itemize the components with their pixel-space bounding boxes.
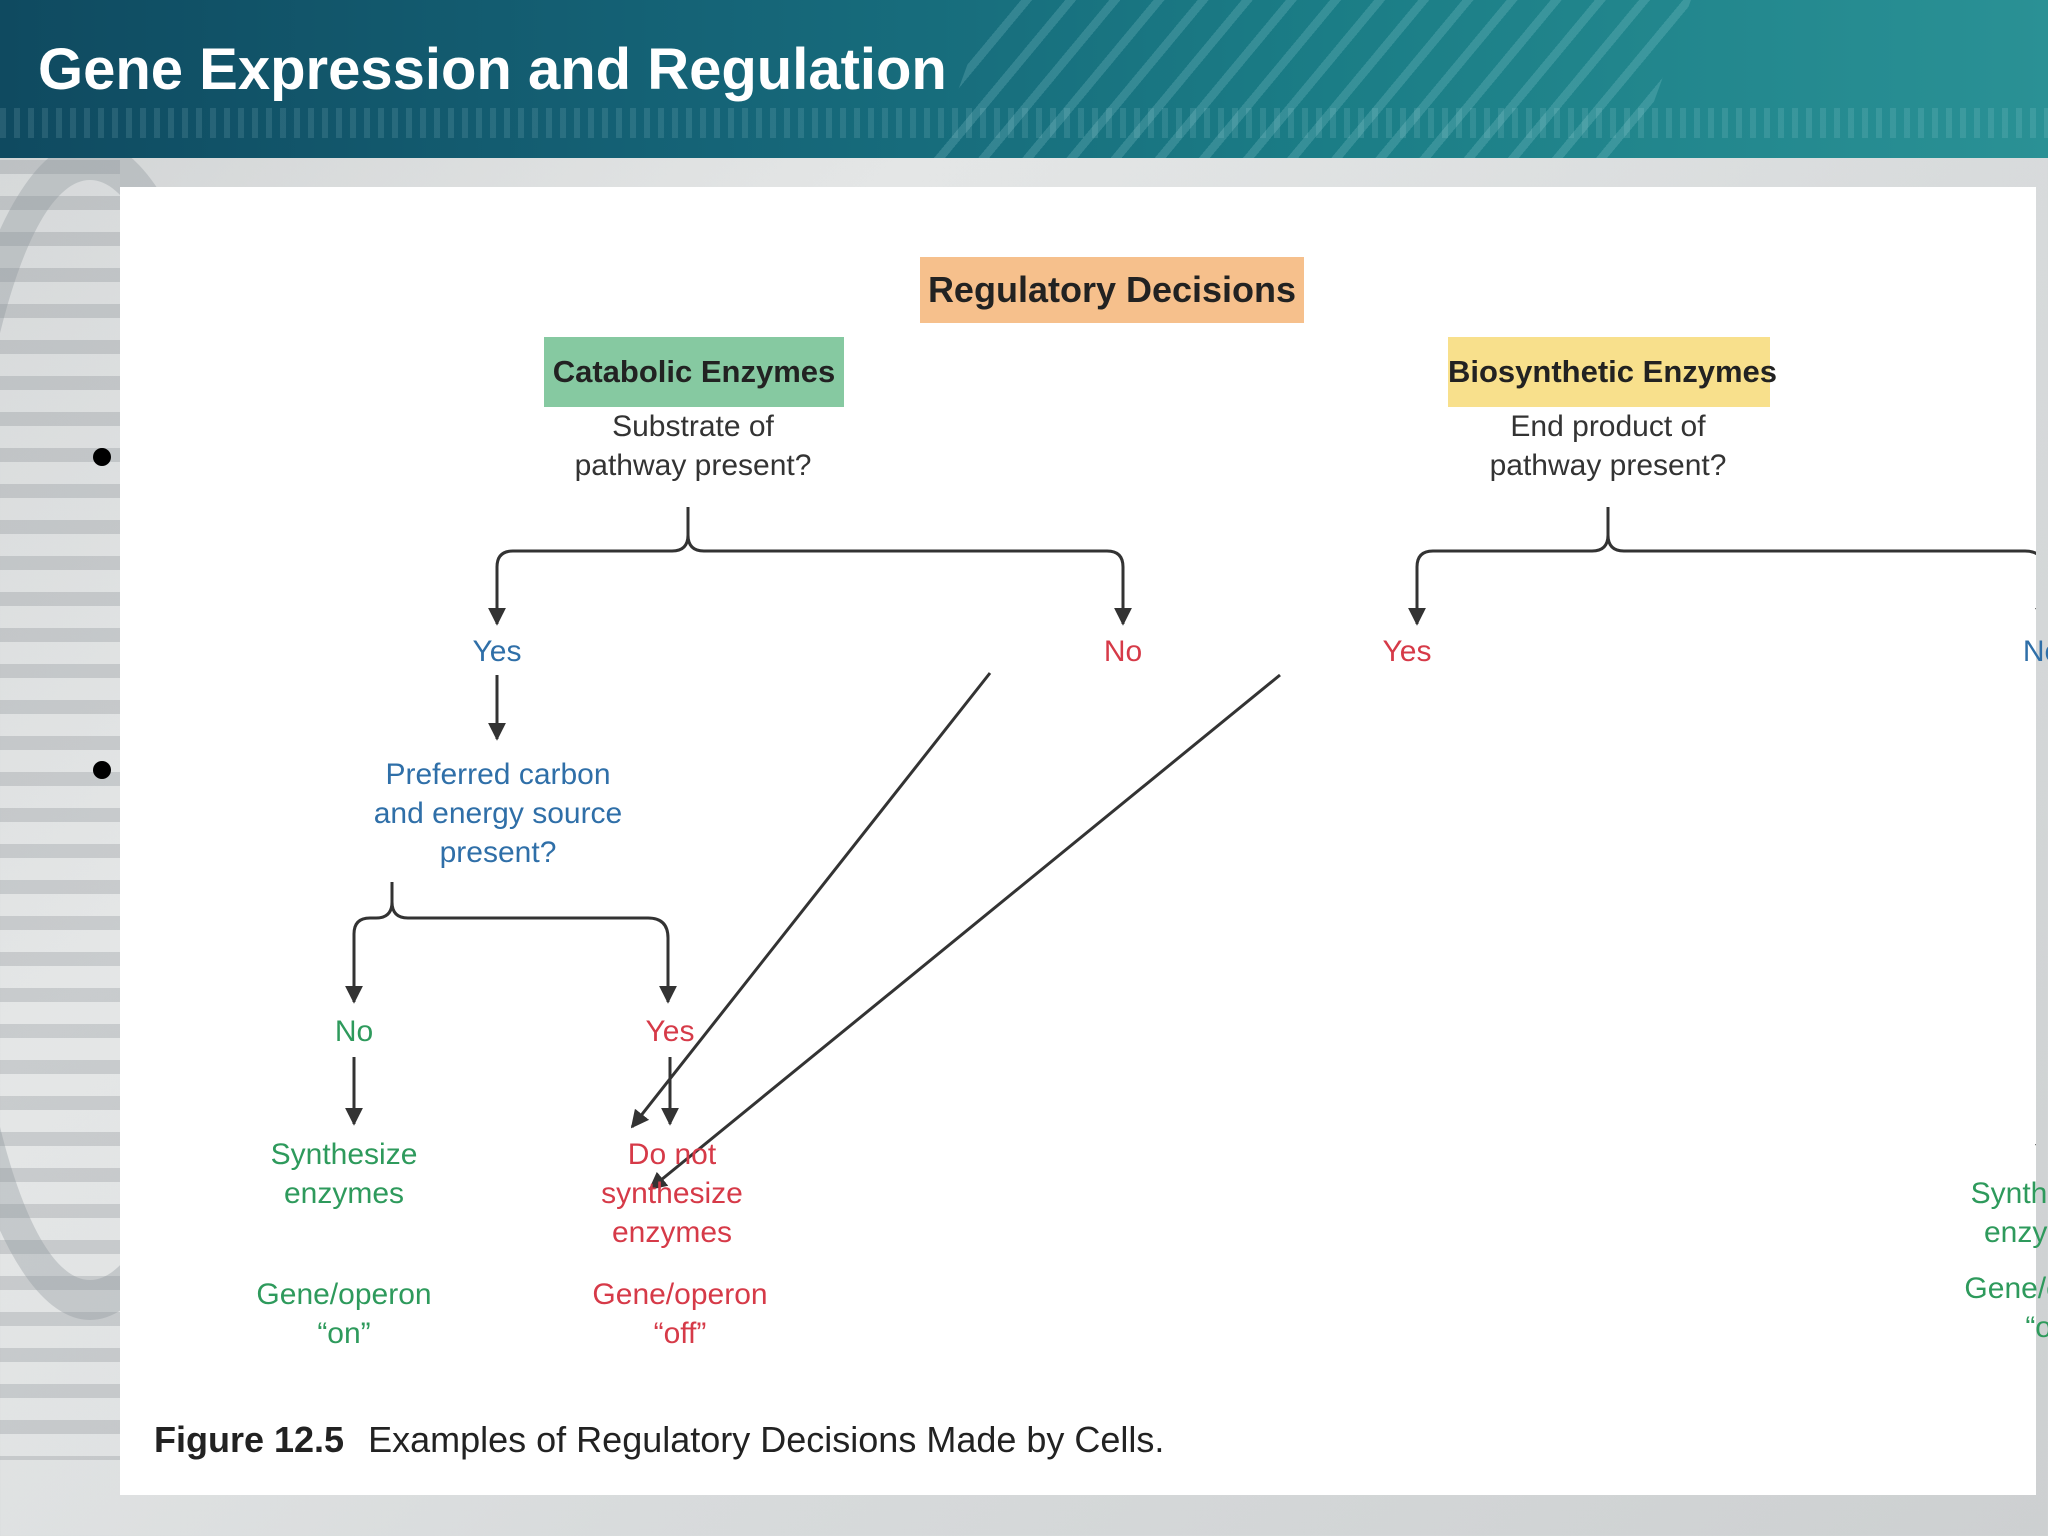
biosynthetic-no-label: No: [2022, 635, 2048, 668]
biosynthetic-question-line: pathway present?: [1489, 449, 1727, 482]
yes-to-donot-diagonal-arrow: [648, 673, 1281, 1191]
synthesize-enzymes-left: Synthesize enzymes: [244, 1135, 444, 1213]
synthesize-enzymes-right: Synthesize enzymes: [1924, 1174, 2048, 1252]
state-line: Gene/operon: [592, 1278, 768, 1311]
outcome-line: Synthesize: [270, 1138, 418, 1171]
outcome-line: enzymes: [1983, 1216, 2048, 1249]
biosynthetic-yes-label: Yes: [1382, 635, 1432, 668]
outcome-line: enzymes: [283, 1177, 405, 1210]
figure-label: Figure 12.5: [154, 1419, 345, 1460]
preferred-bracket: [345, 882, 394, 1004]
biosynthetic-question: End product of pathway present?: [1473, 407, 1743, 485]
gene-operon-on-right: Gene/operon “on”: [1932, 1269, 2048, 1347]
figure-caption: Figure 12.5 Examples of Regulatory Decisi…: [154, 1419, 1164, 1461]
outcome-line: Do not: [627, 1138, 717, 1171]
bullet-point: [93, 761, 111, 779]
outcome-line: synthesize: [601, 1177, 743, 1210]
preferred-question-line: present?: [439, 836, 557, 869]
state-line: Gene/operon: [256, 1278, 432, 1311]
catabolic-yes-label: Yes: [472, 635, 522, 668]
state-line: “on”: [317, 1317, 371, 1350]
biosynthetic-bracket: [1408, 507, 1610, 626]
preferred-no-label: No: [334, 1015, 374, 1048]
catabolic-enzymes-box: Catabolic Enzymes: [544, 337, 844, 407]
state-line: Gene/operon: [1964, 1272, 2048, 1305]
catabolic-question: Substrate of pathway present?: [558, 407, 828, 485]
biosynthetic-enzymes-box: Biosynthetic Enzymes: [1448, 337, 1777, 407]
catabolic-no-label: No: [1103, 635, 1143, 668]
preferred-question-line: Preferred carbon: [385, 758, 611, 791]
preferred-question-line: and energy source: [373, 797, 623, 830]
slide-title: Gene Expression and Regulation: [38, 37, 947, 102]
outcome-line: Synthesize: [1970, 1177, 2048, 1210]
state-line: “on”: [2025, 1311, 2048, 1344]
figure-caption-text: Examples of Regulatory Decisions Made by…: [368, 1419, 1165, 1460]
header-texture: [0, 108, 2048, 138]
no-to-donot-arrow: [630, 672, 992, 1129]
figure-panel: Regulatory Decisions Catabolic Enzymes B…: [120, 187, 2048, 1495]
state-line: “off”: [653, 1317, 707, 1350]
catabolic-question-line: pathway present?: [574, 449, 812, 482]
slide-header: Gene Expression and Regulation: [0, 0, 2048, 158]
bullet-point: [93, 448, 111, 466]
preferred-yes-label: Yes: [645, 1015, 695, 1048]
regulatory-decisions-box: Regulatory Decisions: [920, 257, 1304, 323]
preferred-carbon-question: Preferred carbon and energy source prese…: [338, 755, 658, 872]
catabolic-question-line: Substrate of: [612, 410, 774, 443]
flowchart-connectors: [345, 507, 2036, 1191]
catabolic-bracket: [488, 507, 690, 626]
do-not-synthesize-enzymes: Do not synthesize enzymes: [552, 1135, 792, 1252]
outcome-line: enzymes: [611, 1216, 733, 1249]
biosynthetic-question-line: End product of: [1510, 410, 1706, 443]
gene-operon-on-left: Gene/operon “on”: [234, 1275, 454, 1353]
gene-operon-off: Gene/operon “off”: [570, 1275, 790, 1353]
